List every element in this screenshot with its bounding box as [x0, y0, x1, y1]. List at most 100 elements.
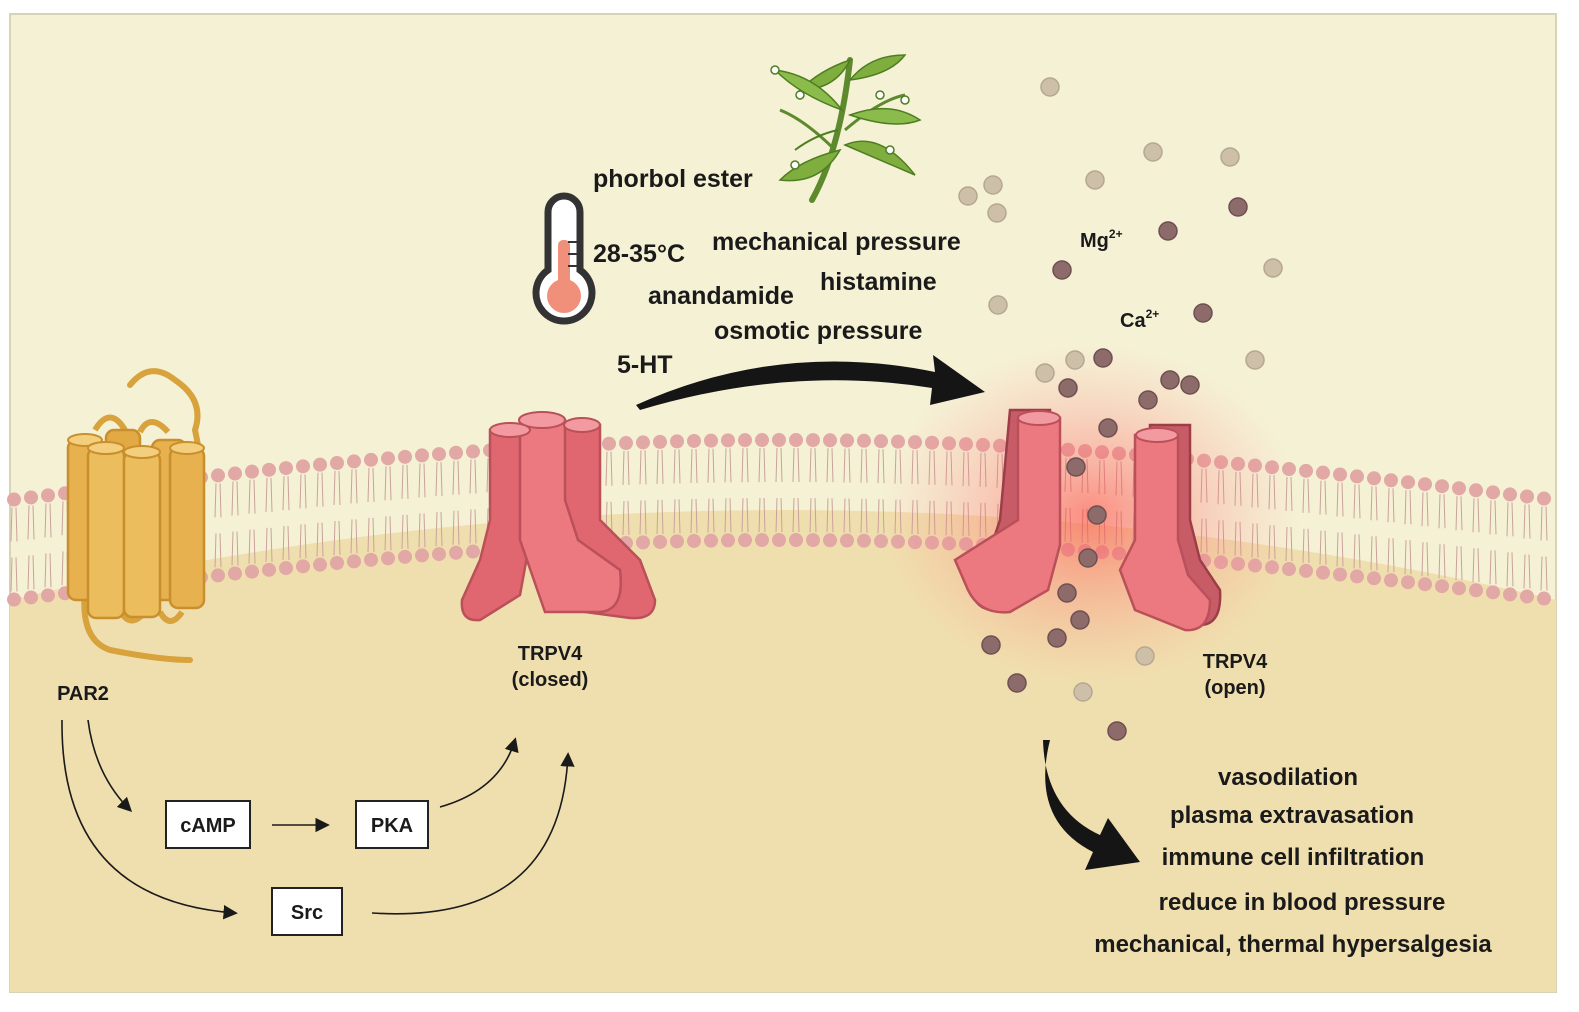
- ion-particle: [1193, 303, 1213, 323]
- lipid-head: [398, 449, 412, 464]
- lipid-tail: [44, 553, 52, 588]
- lipid-head: [211, 568, 225, 583]
- lipid-tail: [622, 451, 630, 486]
- ion-particle: [981, 635, 1001, 655]
- lipid-head: [432, 447, 446, 462]
- lipid-head: [772, 533, 786, 548]
- lipid-tail: [877, 449, 885, 484]
- stimulus-mechanical-pressure: mechanical pressure: [712, 228, 961, 256]
- lipid-head: [806, 433, 820, 448]
- effect-vasodilation: vasodilation: [1218, 764, 1358, 791]
- ion-particle: [1107, 721, 1127, 741]
- ion-particle: [1160, 370, 1180, 390]
- magnesium-ion-label: Mg2+: [1080, 227, 1123, 252]
- lipid-tail: [809, 448, 817, 483]
- lipid-head: [840, 533, 854, 548]
- ion-particle: [1047, 628, 1067, 648]
- lipid-tail: [367, 517, 375, 552]
- cytoplasm: [10, 510, 1556, 992]
- lipid-tail: [367, 467, 375, 502]
- lipid-tail: [44, 503, 52, 538]
- ion-particle: [1143, 142, 1163, 162]
- lipid-tail: [231, 531, 239, 566]
- lipid-head: [1401, 575, 1415, 590]
- par2-label: PAR2: [57, 683, 109, 705]
- lipid-head: [1503, 587, 1517, 602]
- ion-particle: [1263, 258, 1283, 278]
- lipid-head: [262, 462, 276, 477]
- lipid-tail: [1302, 478, 1310, 513]
- lipid-tail: [248, 479, 256, 514]
- lipid-head: [1384, 473, 1398, 488]
- effect-blood-pressure: reduce in blood pressure: [1159, 889, 1446, 916]
- lipid-tail: [231, 481, 239, 516]
- lipid-head: [687, 433, 701, 448]
- lipid-tail: [418, 513, 426, 548]
- lipid-tail: [384, 466, 392, 501]
- lipid-head: [466, 544, 480, 559]
- lipid-head: [330, 456, 344, 471]
- lipid-tail: [435, 512, 443, 547]
- lipid-tail: [1489, 500, 1497, 535]
- lipid-head: [636, 435, 650, 450]
- lipid-tail: [605, 451, 613, 486]
- camp-label: cAMP: [180, 815, 236, 837]
- lipid-head: [755, 433, 769, 448]
- lipid-head: [636, 535, 650, 550]
- par2-receptor: [66, 368, 206, 663]
- ion-particle: [987, 203, 1007, 223]
- lipid-tail: [775, 497, 783, 533]
- ion-particle: [958, 186, 978, 206]
- lipid-head: [415, 448, 429, 463]
- lipid-head: [704, 433, 718, 448]
- lipid-head: [653, 434, 667, 449]
- ion-particle: [1085, 170, 1105, 190]
- lipid-tail: [1506, 552, 1514, 587]
- lipid-tail: [860, 448, 868, 483]
- lipid-tail: [1319, 480, 1327, 515]
- ion-particle: [1070, 610, 1090, 630]
- lipid-head: [1435, 479, 1449, 494]
- lipid-head: [228, 566, 242, 581]
- plant-icon: [770, 54, 922, 203]
- lipid-tail: [1404, 490, 1412, 525]
- lipid-tail: [1472, 548, 1480, 583]
- lipid-head: [41, 588, 55, 603]
- lipid-head: [381, 451, 395, 466]
- lipid-tail: [1353, 484, 1361, 519]
- lipid-tail: [758, 498, 766, 533]
- lipid-tail: [792, 448, 800, 483]
- lipid-head: [449, 445, 463, 460]
- lipid-tail: [27, 555, 35, 590]
- ion-particle: [1138, 390, 1158, 410]
- lipid-tail: [707, 498, 715, 533]
- ion-particle: [1073, 682, 1093, 702]
- ion-particle: [1093, 348, 1113, 368]
- trpv4-closed-channel: [460, 411, 657, 622]
- stimulus-phorbol-ester: phorbol ester: [593, 165, 753, 193]
- lipid-head: [1316, 565, 1330, 580]
- lipid-tail: [1472, 498, 1480, 533]
- lipid-tail: [622, 501, 630, 536]
- ion-particle: [1220, 147, 1240, 167]
- ion-particle: [1228, 197, 1248, 217]
- lipid-head: [41, 488, 55, 503]
- lipid-tail: [673, 449, 681, 484]
- lipid-head: [1452, 481, 1466, 496]
- lipid-head: [347, 454, 361, 469]
- ion-particle: [988, 295, 1008, 315]
- lipid-tail: [707, 448, 715, 483]
- ion-particle: [1087, 505, 1107, 525]
- lipid-head: [857, 433, 871, 448]
- lipid-tail: [214, 483, 222, 518]
- lipid-head: [602, 436, 616, 451]
- lipid-tail: [27, 505, 35, 540]
- effect-hyperalgesia: mechanical, thermal hypersalgesia: [1094, 931, 1492, 958]
- ion-particle: [1066, 457, 1086, 477]
- lipid-head: [823, 533, 837, 548]
- lipid-head: [381, 551, 395, 566]
- lipid-tail: [843, 498, 851, 533]
- stimulus-histamine: histamine: [820, 268, 937, 296]
- lipid-tail: [1523, 504, 1531, 539]
- lipid-tail: [690, 498, 698, 533]
